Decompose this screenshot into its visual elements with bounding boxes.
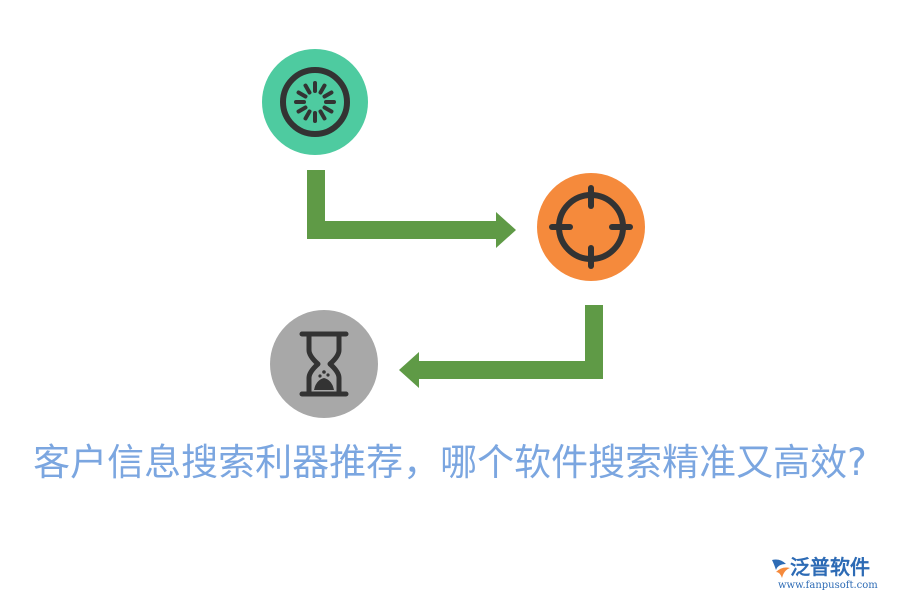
dial-tick — [296, 105, 308, 114]
step3-node — [270, 310, 378, 418]
step3-circle — [270, 310, 378, 418]
step1-circle — [262, 49, 368, 155]
step2-circle — [537, 173, 645, 281]
dial-tick — [318, 83, 327, 95]
dial-tick — [296, 90, 308, 99]
brand-url: www.fanpusoft.com — [778, 580, 878, 591]
step1-node — [262, 49, 368, 155]
step2-node — [537, 173, 645, 281]
dial-tick — [318, 109, 327, 121]
brand-logo: 泛普软件 www.fanpusoft.com — [768, 554, 894, 598]
dial-tick — [303, 83, 312, 95]
arrow-step2-to-step3 — [399, 305, 603, 388]
dial-tick — [322, 105, 334, 114]
arrow-step1-to-step2 — [307, 170, 516, 248]
dial-tick — [303, 109, 312, 121]
brand-logo-mark-icon — [772, 559, 790, 578]
crosshair-target-icon — [549, 185, 633, 269]
brand-name: 泛普软件 — [790, 555, 870, 579]
page-title: 客户信息搜索利器推荐，哪个软件搜索精准又高效? — [33, 441, 867, 484]
dial-icon — [280, 67, 350, 137]
dial-tick — [322, 90, 334, 99]
hourglass-icon — [299, 331, 349, 397]
